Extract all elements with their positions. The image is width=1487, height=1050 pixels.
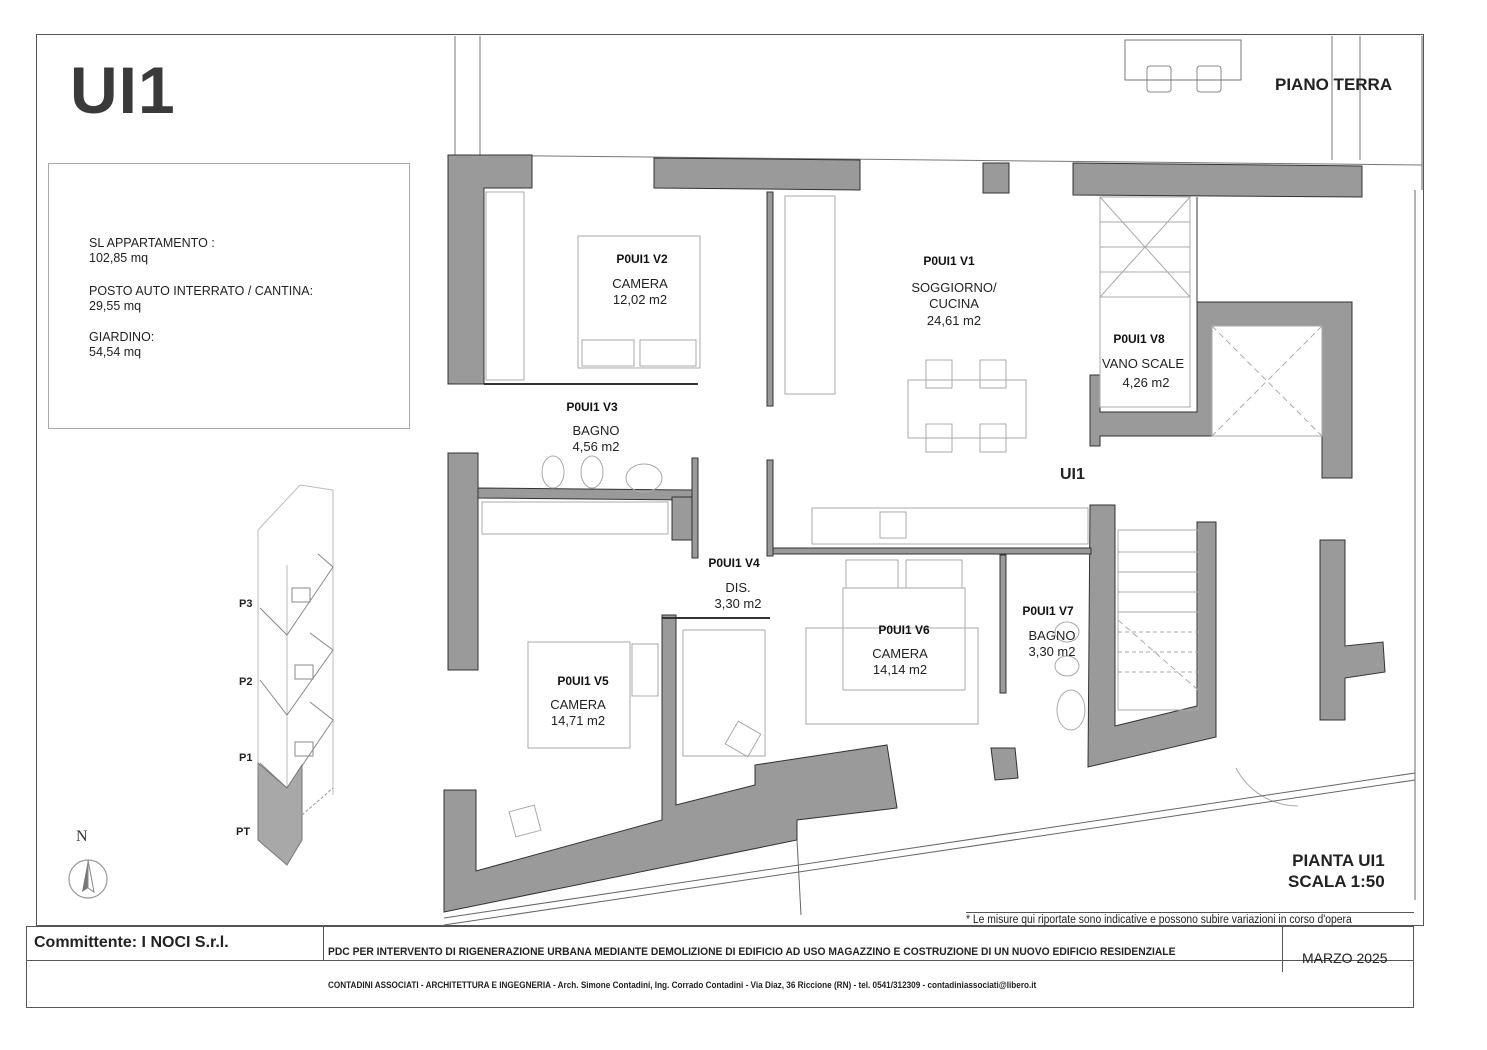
plan-title: PIANTA UI1 bbox=[1292, 851, 1385, 870]
level-label-p1: P1 bbox=[239, 752, 253, 764]
garden-boundary bbox=[449, 36, 1423, 166]
level-label-pt: PT bbox=[236, 826, 251, 838]
north-arrow-icon bbox=[68, 859, 108, 899]
unit-label-on-plan: UI1 bbox=[1060, 466, 1085, 483]
svg-text:4,56 m2: 4,56 m2 bbox=[573, 439, 620, 454]
svg-text:CUCINA: CUCINA bbox=[929, 296, 979, 311]
svg-text:P0UI1 V6: P0UI1 V6 bbox=[878, 623, 930, 637]
title-block-frame bbox=[26, 926, 1414, 1008]
summary-item-garden: GIARDINO: 54,54 mq bbox=[89, 330, 154, 360]
svg-text:SOGGIORNO/: SOGGIORNO/ bbox=[911, 280, 997, 295]
plan-scale: SCALA 1:50 bbox=[1288, 872, 1385, 891]
svg-text:P0UI1 V4: P0UI1 V4 bbox=[708, 556, 760, 570]
measurement-note: * Le misure qui riportate sono indicativ… bbox=[966, 914, 1352, 926]
svg-text:P0UI1 V3: P0UI1 V3 bbox=[566, 400, 618, 414]
summary-box: SL APPARTAMENTO : 102,85 mq POSTO AUTO I… bbox=[48, 163, 410, 429]
drawing-sheet-frame bbox=[36, 34, 1424, 926]
level-label-p3: P3 bbox=[239, 598, 253, 610]
svg-text:3,30 m2: 3,30 m2 bbox=[715, 596, 762, 611]
floor-title: PIANO TERRA bbox=[1275, 75, 1393, 94]
room-label-v3: P0UI1 V3 BAGNO 4,56 m2 bbox=[566, 400, 619, 454]
room-label-v6: P0UI1 V6 CAMERA 14,14 m2 bbox=[872, 623, 930, 677]
svg-text:CAMERA: CAMERA bbox=[550, 697, 606, 712]
svg-text:BAGNO: BAGNO bbox=[573, 423, 620, 438]
room-label-v2: P0UI1 V2 CAMERA 12,02 m2 bbox=[612, 252, 668, 307]
room-label-v5: P0UI1 V5 CAMERA 14,71 m2 bbox=[550, 674, 609, 728]
svg-text:14,14 m2: 14,14 m2 bbox=[873, 662, 927, 677]
client-name: Committente: I NOCI S.r.l. bbox=[34, 934, 229, 951]
summary-value: 29,55 mq bbox=[89, 299, 142, 313]
svg-text:4,26 m2: 4,26 m2 bbox=[1123, 375, 1170, 390]
summary-item-sl: SL APPARTAMENTO : 102,85 mq bbox=[89, 236, 215, 266]
summary-value: 102,85 mq bbox=[89, 251, 149, 265]
room-label-v8: P0UI1 V8 VANO SCALE 4,26 m2 bbox=[1102, 332, 1184, 390]
title-block-divider-h bbox=[26, 960, 1414, 961]
svg-text:VANO SCALE: VANO SCALE bbox=[1102, 356, 1184, 371]
svg-text:14,71 m2: 14,71 m2 bbox=[551, 713, 605, 728]
north-label: N bbox=[76, 828, 88, 845]
room-label-v1: P0UI1 V1 SOGGIORNO/ CUCINA 24,61 m2 bbox=[911, 254, 997, 328]
unit-title: UI1 bbox=[70, 53, 176, 127]
svg-text:BAGNO: BAGNO bbox=[1029, 628, 1076, 643]
summary-label: SL APPARTAMENTO : bbox=[89, 236, 215, 250]
summary-label: POSTO AUTO INTERRATO / CANTINA: bbox=[89, 284, 314, 298]
title-block-divider-v1 bbox=[323, 926, 324, 960]
svg-text:CAMERA: CAMERA bbox=[612, 276, 668, 291]
svg-text:P0UI1 V2: P0UI1 V2 bbox=[616, 252, 668, 266]
site-lines bbox=[443, 36, 1423, 926]
svg-text:24,61 m2: 24,61 m2 bbox=[927, 313, 981, 328]
level-label-p2: P2 bbox=[239, 676, 253, 688]
svg-text:P0UI1 V1: P0UI1 V1 bbox=[923, 254, 975, 268]
key-plan-axonometric bbox=[257, 484, 334, 866]
plan-title-block: PIANTA UI1 SCALA 1:50 bbox=[1288, 850, 1385, 892]
svg-text:CAMERA: CAMERA bbox=[872, 646, 928, 661]
room-label-v4: P0UI1 V4 DIS. 3,30 m2 bbox=[708, 556, 761, 611]
svg-text:P0UI1 V7: P0UI1 V7 bbox=[1022, 604, 1074, 618]
svg-text:12,02 m2: 12,02 m2 bbox=[613, 292, 667, 307]
summary-value: 54,54 mq bbox=[89, 345, 142, 359]
walls bbox=[443, 154, 1386, 913]
document-date: MARZO 2025 bbox=[1302, 950, 1388, 966]
project-description: PDC PER INTERVENTO DI RIGENERAZIONE URBA… bbox=[328, 946, 1176, 958]
note-underline bbox=[966, 912, 1414, 913]
summary-item-parking: POSTO AUTO INTERRATO / CANTINA: 29,55 mq bbox=[89, 284, 313, 314]
studio-credits: CONTADINI ASSOCIATI - ARCHITETTURA E ING… bbox=[328, 980, 1037, 991]
title-block-divider-v2 bbox=[1282, 926, 1283, 972]
svg-text:P0UI1 V8: P0UI1 V8 bbox=[1113, 332, 1165, 346]
svg-text:DIS.: DIS. bbox=[725, 580, 750, 595]
svg-text:P0UI1 V5: P0UI1 V5 bbox=[557, 674, 609, 688]
ground-floor-highlight bbox=[257, 761, 303, 866]
svg-text:3,30 m2: 3,30 m2 bbox=[1029, 644, 1076, 659]
summary-label: GIARDINO: bbox=[89, 330, 155, 344]
room-label-v7: P0UI1 V7 BAGNO 3,30 m2 bbox=[1022, 604, 1075, 659]
